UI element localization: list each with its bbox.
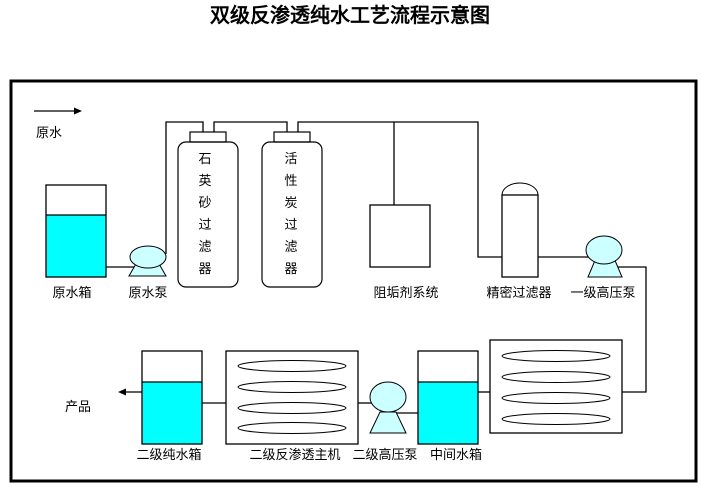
carbon-filter-label: 活 性 炭 过 滤 器 <box>284 152 297 277</box>
svg-text:砂: 砂 <box>198 196 211 211</box>
hp-pump-1-icon <box>585 235 623 278</box>
svg-text:器: 器 <box>284 262 297 277</box>
flow-legend-label: 原水 <box>36 126 62 141</box>
svg-text:性: 性 <box>284 174 297 189</box>
antiscalant-label: 阻垢剂系统 <box>373 286 438 301</box>
ro-stage-2-unit <box>225 350 359 445</box>
svg-text:器: 器 <box>198 262 211 277</box>
diagram-title: 双级反渗透纯水工艺流程示意图 <box>210 3 490 27</box>
hp-pump-2-icon <box>369 381 407 434</box>
raw-pump-icon <box>128 245 167 277</box>
intermediate-water-tank <box>417 350 479 445</box>
svg-text:过: 过 <box>284 218 297 233</box>
activated-carbon-filter <box>261 131 323 288</box>
raw-pump-label: 原水泵 <box>128 286 167 301</box>
svg-text:英: 英 <box>198 174 211 189</box>
pipes <box>106 121 647 414</box>
pure-water-tank <box>141 350 203 445</box>
precision-filter-label: 精密过滤器 <box>486 285 551 301</box>
precision-filter <box>501 182 539 278</box>
flow-arrow-legend <box>34 107 82 115</box>
svg-text:炭: 炭 <box>284 196 297 211</box>
raw-water-tank <box>45 184 107 278</box>
hp-pump-2-label: 二级高压泵 <box>352 447 417 463</box>
diagram-frame <box>9 79 698 483</box>
svg-text:过: 过 <box>198 218 211 233</box>
ro-stage-1-unit <box>489 339 623 434</box>
quartz-filter-label: 石 英 砂 过 滤 器 <box>198 152 211 277</box>
hp-pump-1-label: 一级高压泵 <box>570 285 635 301</box>
svg-text:石: 石 <box>198 152 211 167</box>
svg-text:滤: 滤 <box>284 240 297 255</box>
quartz-sand-filter <box>177 131 239 288</box>
ro2-label: 二级反渗透主机 <box>249 448 340 463</box>
antiscalant-system <box>369 204 431 268</box>
raw-tank-label: 原水箱 <box>52 285 91 301</box>
pure-tank-label: 二级纯水箱 <box>136 447 201 463</box>
product-label: 产品 <box>65 400 91 415</box>
svg-text:滤: 滤 <box>198 240 211 255</box>
mid-tank-label: 中间水箱 <box>430 447 482 463</box>
svg-text:活: 活 <box>284 152 297 167</box>
